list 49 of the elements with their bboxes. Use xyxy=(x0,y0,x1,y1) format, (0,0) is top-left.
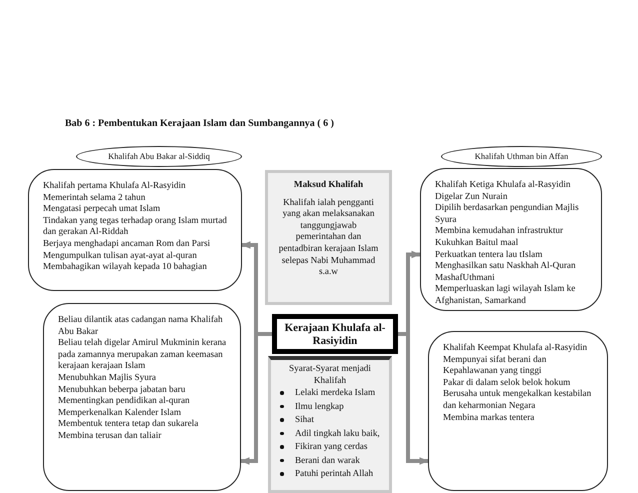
point-text: Memperluaskan lagi wilayah Islam ke Afghanistan, Samarkand xyxy=(435,283,576,307)
point-text: Khalifah Ketiga Khulafa al-Rasyidin xyxy=(435,179,572,191)
bullet-item: Berani dan warak xyxy=(275,454,385,468)
bullet-item: Lelaki merdeka Islam xyxy=(275,386,385,400)
point-text: Dipilih berdasarkan pengundian Majlis Syura xyxy=(435,202,580,226)
point-text: Pakar di dalam selok belok hokum xyxy=(443,376,572,388)
info-box xyxy=(43,303,241,491)
point-text: Mementingkan pendidikan al-quran xyxy=(58,395,191,407)
point-text: Berusaha untuk mengekalkan kestabilan dan keharmonian Negara xyxy=(443,388,592,412)
info-box xyxy=(28,169,242,291)
point-text: Tindakan yang tegas terhadap orang Islam murtad dan gerakan Al-Riddah xyxy=(43,214,228,238)
heading: Maksud Khalifah xyxy=(292,179,364,191)
point-text: Khalifah pertama Khulafa Al-Rasyidin xyxy=(43,180,187,192)
point-text: Khalifah Keempat Khulafa al-Rasyidin xyxy=(443,342,588,354)
point-text: Perkuatkan tentera lau tIslam xyxy=(435,248,544,260)
bullet-item: Sihat xyxy=(275,413,385,427)
heading: Syarat-Syarat menjadi Khalifah xyxy=(288,363,372,386)
bullet-item: Fikiran yang cerdas xyxy=(275,440,385,454)
point-text: Beliau telah digelar Amirul Mukminin kerana pada zamannya merupakan zaman keemasan kerajaan kerajaan Islam xyxy=(58,337,228,372)
requirements-box xyxy=(268,356,392,493)
heading: Khalifah Abu Bakar al-Siddiq xyxy=(107,151,211,163)
heading: Khalifah Uthman bin Affan xyxy=(474,151,570,163)
point-text: Menghasilkan satu Naskhah Al-Quran MashafUthmani xyxy=(435,260,577,284)
point-text: Memerintah selama 2 tahun xyxy=(43,192,146,204)
point-text: Beliau dilantik atas cadangan nama Khalifah Abu Bakar xyxy=(58,314,224,338)
bullet-item: Patuhi perintah Allah xyxy=(275,467,385,481)
definition-text: Khalifah ialah pengganti yang akan melaksanakan tanggungjawab pemerintahan dan pentadbiran kerajaan Islam selepas Nabi Muhammad s.a.w xyxy=(278,196,380,278)
point-text: Membina kemudahan infrastruktur xyxy=(435,225,564,237)
bullet-item: Adil tingkah laku baik, xyxy=(275,426,385,440)
title: Bab 6 : Pembentukan Kerajaan Islam dan Sumbangannya ( 6 ) xyxy=(65,118,334,129)
point-text: Mengumpulkan tulisan ayat-ayat al-quran xyxy=(43,250,198,262)
point-text: Membina markas tentera xyxy=(443,412,536,424)
heading: Kerajaan Khulafa al-Rasiyidin xyxy=(284,322,386,348)
central-box xyxy=(272,314,398,354)
point-text: Digelar Zun Nurain xyxy=(435,190,508,202)
bullet-item: Ilmu lengkap xyxy=(275,400,385,414)
info-box xyxy=(420,168,602,311)
point-text: Berjaya menghadapi ancaman Rom dan Parsi xyxy=(43,238,212,250)
point-text: Mempunyai sifat berani dan Kepahlawanan yang tinggi xyxy=(443,354,548,377)
point-text: Kukuhkan Baitul maal xyxy=(435,236,520,249)
info-box xyxy=(428,331,608,491)
point-text: Membahagikan wilayah kepada 10 bahagian xyxy=(43,261,208,273)
point-text: Menubuhkan Majlis Syura xyxy=(58,372,157,384)
point-text: Mengatasi perpecah umat Islam xyxy=(43,203,162,215)
point-text: Membina terusan dan taliair xyxy=(58,430,162,442)
definition-box xyxy=(265,170,392,305)
point-text: Menubuhkan beberpa jabatan baru xyxy=(58,384,186,396)
point-text: Memperkenalkan Kalender Islam xyxy=(58,406,182,418)
point-text: Membentuk tentera tetap dan sukarela xyxy=(58,418,200,430)
